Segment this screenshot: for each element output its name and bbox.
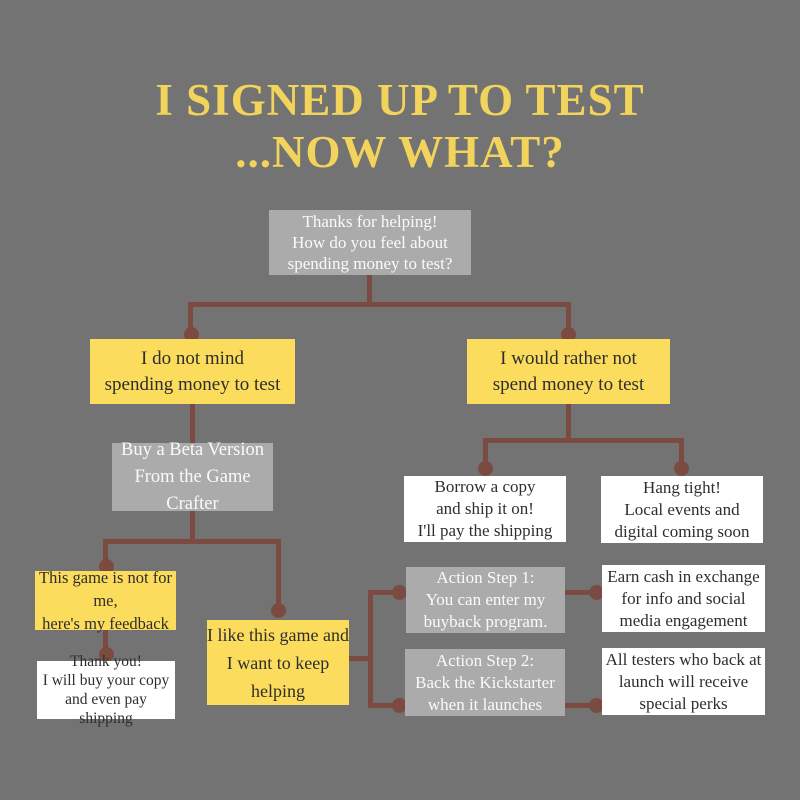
connector-line — [565, 703, 596, 708]
node-text-line: I do not mind — [141, 347, 244, 369]
connector-dot — [674, 461, 689, 476]
connector-line — [190, 511, 195, 543]
node-text-line: buyback program. — [423, 612, 548, 631]
node-text-line: spend money to test — [492, 373, 645, 395]
page-title-line1: I SIGNED UP TO TEST — [155, 75, 645, 125]
connector-dot — [561, 327, 576, 342]
connector-line — [188, 302, 571, 307]
node-text-line: Thank you! — [70, 653, 142, 670]
node-text-line: I want to keep — [226, 652, 330, 673]
node-action-step-1: Action Step 1: You can enter my buyback … — [406, 567, 565, 633]
node-text-line: for info and social — [621, 588, 746, 608]
node-text-line: Action Step 1: — [436, 568, 535, 587]
connector-line — [368, 590, 373, 708]
connector-line — [368, 590, 399, 595]
node-text-line: Earn cash in exchange — [607, 566, 760, 586]
node-text-line: Thanks for helping! — [302, 212, 438, 231]
connector-dot — [392, 698, 407, 713]
node-text-line: Local events and — [624, 499, 740, 519]
node-text-line: Buy a Beta Version — [120, 439, 264, 460]
connector-line — [565, 590, 596, 595]
node-text-line: when it launches — [427, 694, 543, 714]
connector-line — [103, 630, 108, 654]
node-thank-you: Thank you! I will buy your copy and even… — [37, 653, 175, 727]
node-special-perks: All testers who back at launch will rece… — [602, 648, 765, 715]
connector-dot — [478, 461, 493, 476]
connector-line — [483, 438, 684, 443]
node-text-line: From the Game Crafter — [134, 466, 251, 514]
node-buy-beta: Buy a Beta Version From the Game Crafter — [112, 440, 273, 514]
connector-dot — [184, 327, 199, 342]
connector-line — [276, 539, 281, 610]
connector-line — [566, 302, 571, 334]
page-title: I SIGNED UP TO TEST ...NOW WHAT? — [0, 74, 800, 178]
connector-line — [349, 656, 370, 661]
node-text-line: launch will receive — [618, 671, 749, 691]
node-text-line: You can enter my — [425, 590, 546, 609]
node-text-line: and ship it on! — [436, 499, 534, 518]
connector-line — [368, 703, 399, 708]
connector-dot — [589, 698, 604, 713]
node-text-line: spending money to test? — [287, 254, 453, 273]
node-text-line: here's my feedback — [42, 614, 169, 633]
node-text-line: I would rather not — [500, 347, 637, 369]
node-text-line: special perks — [639, 693, 728, 713]
connector-dot — [589, 585, 604, 600]
node-hang-tight: Hang tight! Local events and digital com… — [601, 476, 763, 543]
node-borrow-copy: Borrow a copy and ship it on! I'll pay t… — [404, 476, 566, 542]
connector-dot — [392, 585, 407, 600]
node-text-line: All testers who back at — [605, 649, 762, 669]
node-text-line: Action Step 2: — [435, 650, 535, 670]
connector-line — [103, 539, 108, 566]
node-earn-cash: Earn cash in exchange for info and socia… — [602, 565, 765, 632]
connector-dot — [99, 647, 114, 662]
node-text-line: helping — [251, 680, 305, 701]
connector-line — [566, 404, 571, 443]
node-not-for-me: This game is not for me, here's my feedb… — [35, 568, 176, 633]
node-like-game: I like this game and I want to keep help… — [207, 620, 349, 705]
node-text-line: and even pay shipping — [65, 691, 147, 727]
connector-line — [483, 438, 488, 468]
connector-line — [103, 539, 281, 544]
node-text-line: This game is not for me, — [39, 568, 172, 610]
connector-line — [367, 275, 372, 305]
connector-line — [188, 302, 193, 334]
node-text-line: How do you feel about — [292, 233, 448, 252]
node-text-line: Borrow a copy — [434, 477, 536, 496]
node-rather-not: I would rather not spend money to test — [467, 339, 670, 404]
connector-dot — [271, 603, 286, 618]
node-text-line: Hang tight! — [643, 477, 721, 497]
node-text-line: spending money to test — [104, 373, 281, 395]
connector-dot — [99, 559, 114, 574]
node-text-line: digital coming soon — [614, 521, 750, 541]
node-do-not-mind: I do not mind spending money to test — [90, 339, 295, 404]
node-root-question: Thanks for helping! How do you feel abou… — [269, 210, 471, 275]
node-action-step-2: Action Step 2: Back the Kickstarter when… — [405, 649, 565, 716]
node-text-line: I'll pay the shipping — [417, 521, 553, 540]
node-text-line: media engagement — [619, 610, 748, 630]
node-text-line: I like this game and — [207, 624, 349, 645]
node-text-line: I will buy your copy — [42, 672, 170, 689]
node-text-line: Back the Kickstarter — [415, 672, 555, 692]
connector-line — [679, 438, 684, 468]
connector-line — [190, 404, 195, 443]
page-title-line2: ...NOW WHAT? — [235, 127, 565, 177]
